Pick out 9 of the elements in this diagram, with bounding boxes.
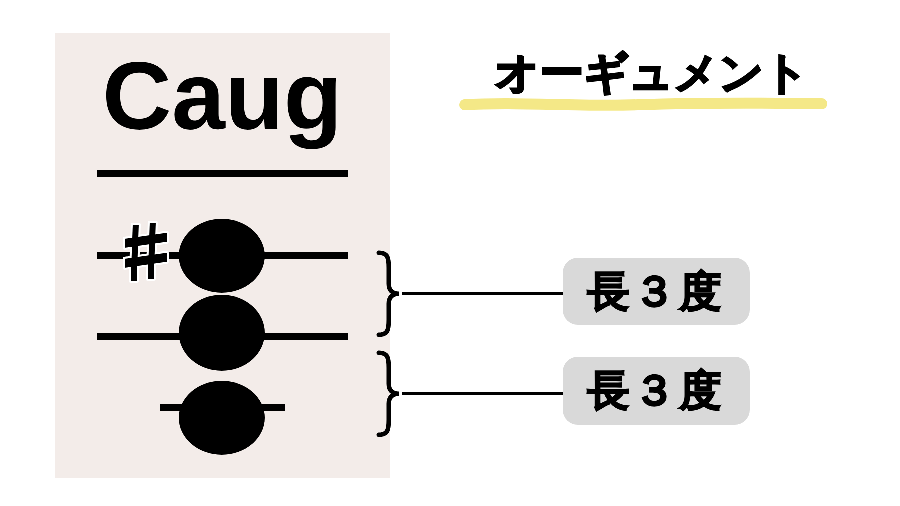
leader-line (402, 392, 563, 396)
leader-line (402, 292, 563, 296)
chord-card (55, 33, 390, 478)
interval-tag: 長３度 (563, 357, 750, 425)
page-title: オーギュメント (494, 52, 810, 96)
interval-tag: 長３度 (563, 258, 750, 325)
curly-brace (376, 350, 402, 438)
chord-symbol: Caug (102, 42, 342, 152)
curly-brace (376, 250, 402, 338)
